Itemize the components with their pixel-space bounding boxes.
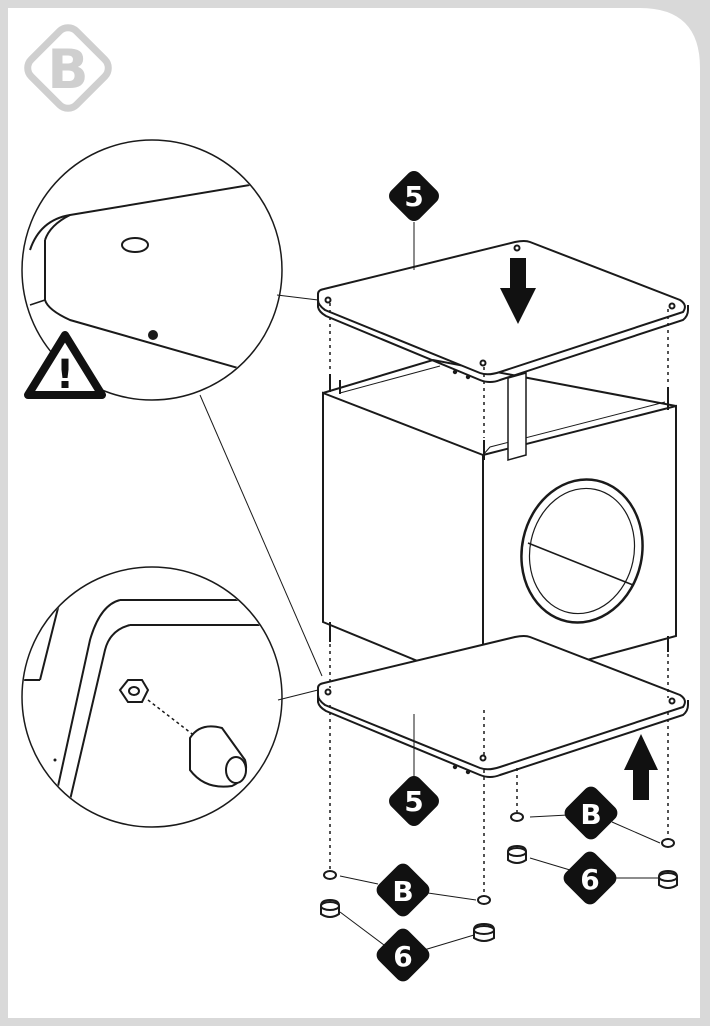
detail-view-foot-mount bbox=[21, 566, 283, 828]
svg-text:5: 5 bbox=[404, 180, 423, 213]
callout-bottom-board: 5 bbox=[389, 776, 439, 826]
rubber-foot bbox=[189, 725, 248, 788]
arrow-up-icon bbox=[624, 734, 658, 800]
svg-text:6: 6 bbox=[393, 940, 412, 973]
arrow-down-icon bbox=[500, 258, 536, 324]
cabinet-body bbox=[322, 358, 677, 690]
step-badge: B bbox=[24, 24, 112, 112]
dowel-pins-top bbox=[329, 374, 669, 460]
warning-triangle-icon: ! bbox=[24, 331, 106, 399]
svg-text:5: 5 bbox=[404, 785, 423, 818]
port-opening bbox=[520, 478, 644, 624]
svg-text:B: B bbox=[392, 875, 413, 908]
hex-nut bbox=[118, 679, 150, 703]
top-board bbox=[317, 240, 689, 383]
threaded-insert-hole bbox=[148, 330, 158, 340]
alignment-guides bbox=[329, 303, 669, 895]
hardware-feet bbox=[320, 844, 678, 942]
internal-brace bbox=[507, 372, 527, 461]
detail-view-board-corner bbox=[21, 139, 283, 401]
warning-symbol: ! bbox=[56, 352, 74, 398]
callout-leaders bbox=[339, 222, 661, 951]
step-badge-label: B bbox=[47, 38, 88, 101]
callout-feet-right: 6 bbox=[563, 851, 617, 905]
callout-nuts-right: B bbox=[564, 786, 618, 840]
callout-top-board: 5 bbox=[389, 171, 439, 221]
callout-feet-left: 6 bbox=[376, 928, 430, 982]
svg-text:6: 6 bbox=[580, 863, 599, 896]
svg-text:B: B bbox=[580, 798, 601, 831]
bottom-board bbox=[317, 635, 689, 778]
callout-nuts-left: B bbox=[376, 863, 430, 917]
hardware-nuts bbox=[323, 812, 675, 905]
